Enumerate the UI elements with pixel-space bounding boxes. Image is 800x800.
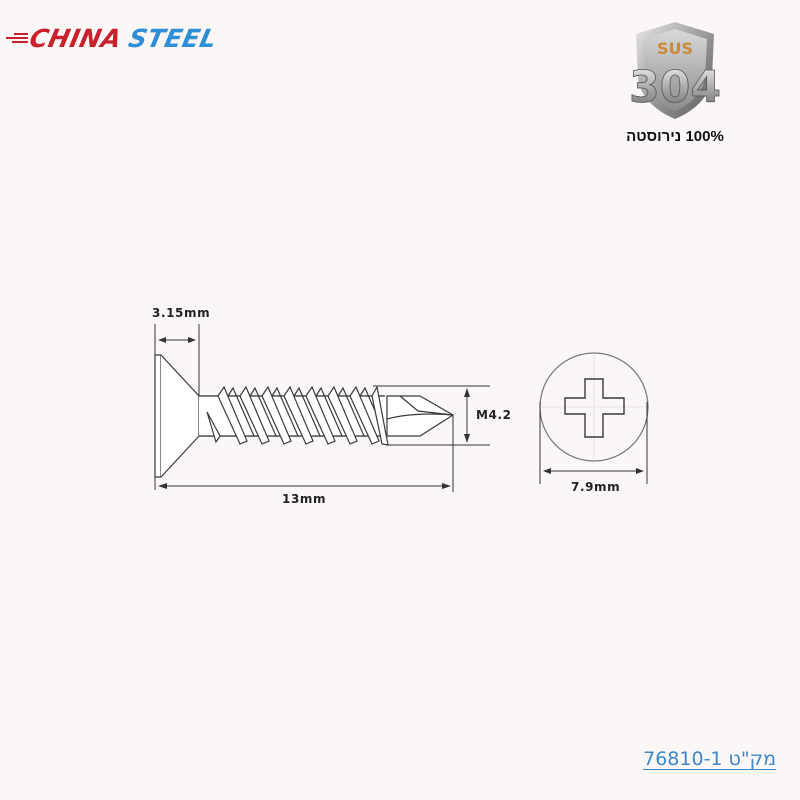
total-length-dimension: [158, 415, 454, 492]
thread-diameter-dimension: [373, 385, 490, 446]
screw-shank: [199, 385, 389, 446]
sus304-shield-icon: SUS 304: [629, 22, 721, 119]
material-caption: 100% נירוסטה: [626, 128, 724, 145]
head-height-label: 3.15mm: [152, 306, 211, 320]
head-height-dimension: [154, 324, 200, 490]
svg-text:SUS: SUS: [657, 39, 693, 58]
sku-link[interactable]: מק"ט 76810-1: [643, 748, 776, 770]
screw-head-side: [154, 354, 200, 478]
head-diameter-label: 7.9mm: [571, 480, 621, 494]
thread-diameter-label: M4.2: [476, 408, 512, 422]
head-diameter-dimension: [539, 402, 648, 484]
screw-head-top-view: [539, 352, 649, 462]
phillips-cross-icon: [564, 378, 625, 438]
svg-text:304: 304: [629, 62, 721, 113]
drill-point: [386, 395, 455, 437]
speed-lines-icon: [6, 31, 28, 45]
total-length-label: 13mm: [282, 492, 327, 506]
brand-logo: CHINA STEEL: [6, 18, 220, 58]
